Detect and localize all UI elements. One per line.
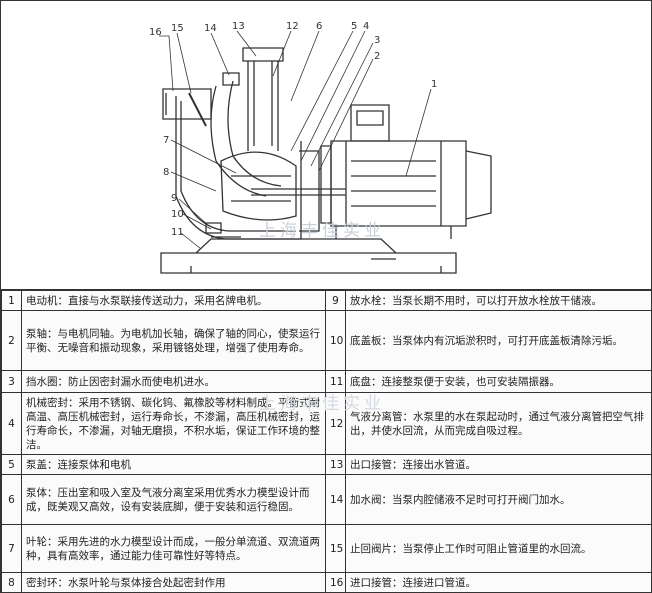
callout-4: 4 bbox=[363, 21, 369, 32]
pump-drawing-svg: 16 15 14 13 12 6 5 4 3 2 1 7 8 9 10 11 bbox=[149, 21, 492, 274]
callout-2: 2 bbox=[374, 51, 380, 62]
part-description: 密封环：水泵叶轮与泵体接合处起密封作用 bbox=[21, 572, 326, 593]
part-description: 底盖板：当泵体内有沉垢淤积时，可打开底盖板清除污垢。 bbox=[345, 310, 652, 371]
callout-16: 16 bbox=[149, 27, 162, 38]
callout-13: 13 bbox=[232, 21, 245, 32]
table-row: 6 泵体：压出室和吸入室及气液分离室采用优秀水力模型设计而成，既美观又高效，设有… bbox=[1, 474, 652, 525]
part-description: 泵体：压出室和吸入室及气液分离室采用优秀水力模型设计而成，既美观又高效，设有安装… bbox=[21, 474, 326, 525]
part-description: 机械密封：采用不锈钢、碳化钨、氟橡胶等材料制成。平衡式耐高温、高压机械密封，运行… bbox=[21, 392, 326, 455]
callout-14: 14 bbox=[204, 23, 217, 34]
part-number: 13 bbox=[325, 454, 346, 475]
part-number: 14 bbox=[325, 474, 346, 525]
part-number: 4 bbox=[1, 392, 22, 455]
part-number: 6 bbox=[1, 474, 22, 525]
part-description: 底盘：连接整泵便于安装，也可安装隔振器。 bbox=[345, 370, 652, 393]
part-number: 8 bbox=[1, 572, 22, 593]
table-row: 1 电动机：直接与水泵联接传送动力，采用名牌电机。 9 放水栓：当泵长期不用时，… bbox=[1, 290, 652, 311]
part-description: 电动机：直接与水泵联接传送动力，采用名牌电机。 bbox=[21, 290, 326, 311]
callout-1: 1 bbox=[431, 79, 437, 90]
callout-15: 15 bbox=[171, 23, 184, 34]
pump-cross-section-drawing: 16 15 14 13 12 6 5 4 3 2 1 7 8 9 10 11 上… bbox=[1, 1, 651, 290]
callout-6: 6 bbox=[316, 21, 322, 32]
part-description: 出口接管：连接出水管道。 bbox=[345, 454, 652, 475]
table-watermark: 上海丰佳实业 bbox=[259, 394, 385, 414]
table-row: 2 泵轴：与电机同轴。为电机加长轴，确保了轴的同心，使泵运行平衡、无噪音和振动现… bbox=[1, 310, 652, 371]
part-description: 放水栓：当泵长期不用时，可以打开放水栓放干储液。 bbox=[345, 290, 652, 311]
watermark: 上海丰佳实业 bbox=[259, 221, 385, 241]
parts-description-table: 1 电动机：直接与水泵联接传送动力，采用名牌电机。 9 放水栓：当泵长期不用时，… bbox=[1, 290, 652, 593]
part-description: 泵盖：连接泵体和电机 bbox=[21, 454, 326, 475]
callout-5: 5 bbox=[351, 21, 357, 32]
callout-10: 10 bbox=[171, 209, 184, 220]
table-row: 7 叶轮：采用先进的水力模型设计而成，一般分单流道、双流道两种，具有高效率，通过… bbox=[1, 524, 652, 573]
table-row: 4 机械密封：采用不锈钢、碳化钨、氟橡胶等材料制成。平衡式耐高温、高压机械密封，… bbox=[1, 392, 652, 455]
part-number: 2 bbox=[1, 310, 22, 371]
callout-8: 8 bbox=[163, 167, 169, 178]
part-number: 1 bbox=[1, 290, 22, 311]
callout-7: 7 bbox=[163, 135, 169, 146]
callout-9: 9 bbox=[171, 193, 177, 204]
table-row: 8 密封环：水泵叶轮与泵体接合处起密封作用 16 进口接管：连接进口管道。 bbox=[1, 572, 652, 593]
callout-3: 3 bbox=[374, 35, 380, 46]
part-number: 10 bbox=[325, 310, 346, 371]
part-description: 进口接管：连接进口管道。 bbox=[345, 572, 652, 593]
table-row: 5 泵盖：连接泵体和电机 13 出口接管：连接出水管道。 bbox=[1, 454, 652, 475]
part-description: 加水阀：当泵内腔储液不足时可打开阀门加水。 bbox=[345, 474, 652, 525]
part-description: 泵轴：与电机同轴。为电机加长轴，确保了轴的同心，使泵运行平衡、无噪音和振动现象，… bbox=[21, 310, 326, 371]
part-number: 9 bbox=[325, 290, 346, 311]
part-description: 气液分离管：水泵里的水在泵起动时，通过气液分离管把空气排出，并使水回流，从而完成… bbox=[345, 392, 652, 455]
callout-11: 11 bbox=[171, 227, 184, 238]
part-number: 15 bbox=[325, 524, 346, 573]
part-number: 7 bbox=[1, 524, 22, 573]
part-description: 叶轮：采用先进的水力模型设计而成，一般分单流道、双流道两种，具有高效率，通过能力… bbox=[21, 524, 326, 573]
part-number: 5 bbox=[1, 454, 22, 475]
part-number: 3 bbox=[1, 370, 22, 393]
part-description: 止回阀片：当泵停止工作时可阻止管道里的水回流。 bbox=[345, 524, 652, 573]
callout-12: 12 bbox=[286, 21, 299, 32]
part-number: 16 bbox=[325, 572, 346, 593]
